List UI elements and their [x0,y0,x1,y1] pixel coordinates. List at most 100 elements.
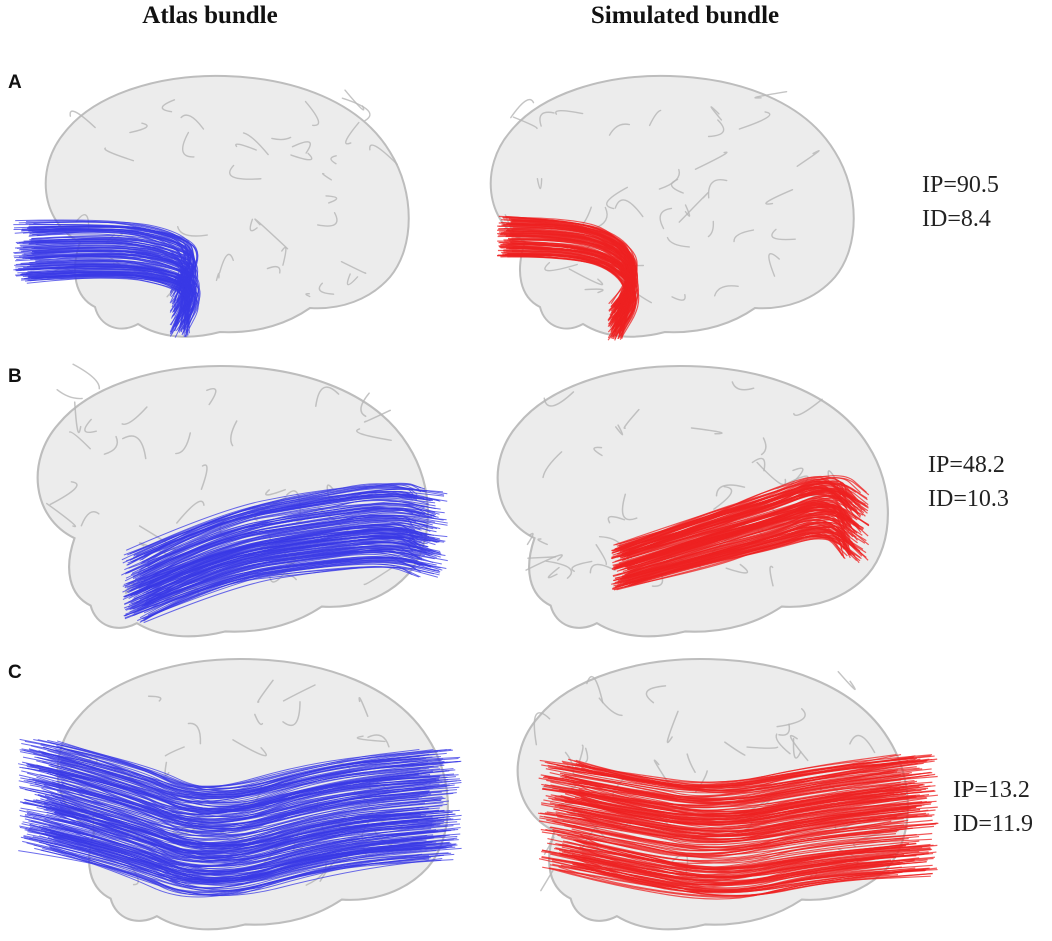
brain-sulcus [571,560,593,573]
brain-sulcus [778,723,791,736]
brain-sulcus [614,199,644,218]
brain-sulcus [315,386,340,407]
ip-value-b: IP=48.2 [928,452,1005,478]
metric-c: IP=13.2 ID=11.9 [953,773,1033,841]
brain-sulcus [356,735,386,743]
brain-sulcus [512,116,538,130]
brain-sulcus [775,733,791,755]
brain-sulcus [345,121,360,145]
brain-sulcus [230,420,238,447]
fiber-bundle [497,215,640,341]
brain-panel-simulated-b [470,362,900,647]
fiber-bundle [17,738,462,898]
brain-sulcus [666,710,679,744]
brain-sulcus [713,485,733,510]
metric-b: IP=48.2 ID=10.3 [928,448,1009,516]
brain-sulcus [776,707,806,728]
brain-sulcus [164,746,185,757]
brain-sulcus [760,437,767,456]
brain-sulcus [177,225,208,237]
brain-illustration [496,365,889,638]
brain-sulcus [746,746,779,749]
brain-sulcus [340,260,367,274]
fiber-bundle [121,482,448,624]
brain-sulcus [539,111,555,127]
brain-sulcus [80,511,100,527]
brain-sulcus [305,293,311,298]
brain-sulcus [540,869,554,892]
brain-sulcus [525,554,563,571]
ip-value-a: IP=90.5 [922,172,999,198]
brain-sulcus [713,285,739,297]
brain-sulcus [586,675,604,704]
brain-sulcus [536,177,543,190]
brain-sulcus [542,451,563,479]
brain-sulcus [526,532,534,546]
brain-sulcus [318,282,335,295]
brain-sulcus [72,363,101,390]
brain-panel-atlas-a [13,72,420,347]
brain-sulcus [670,178,684,194]
brain-sulcus [282,701,301,727]
brain-sulcus [510,98,535,119]
brain-sulcus [733,229,755,243]
brain-panel-atlas-c [17,655,462,940]
brain-sulcus [724,741,746,756]
id-value-c: ID=11.9 [953,811,1033,837]
brain-sulcus [356,428,392,442]
brain-sulcus [282,684,316,702]
brain-sulcus [326,484,334,500]
brain-sulcus [69,431,91,450]
brain-sulcus [765,188,794,205]
brain-sulcus [73,401,82,434]
brain-sulcus [606,186,629,210]
brain-sulcus [690,427,723,435]
brain-sulcus [796,150,820,167]
brain-sulcus [304,100,320,127]
brain-outline [496,365,889,638]
brain-sulcus [182,131,195,158]
brain-sulcus [215,272,220,282]
brain-sulcus [731,381,755,391]
brain-sulcus [104,147,135,162]
brain-outline [489,74,855,338]
id-value-a: ID=8.4 [922,206,991,232]
brain-illustration [36,363,448,638]
brain-sulcus [671,293,686,301]
brain-sulcus [175,432,192,455]
brain-sulcus [710,106,723,121]
brain-sulcus [49,481,78,506]
brain-sulcus [254,713,264,726]
brain-sulcus [543,836,555,855]
brain-sulcus [621,493,638,521]
ip-value-c: IP=13.2 [953,777,1030,803]
brain-sulcus [358,697,369,717]
brain-sulcus [218,253,234,274]
brain-sulcus [686,753,696,774]
brain-sulcus [725,563,749,574]
brain-sulcus [837,670,856,691]
brain-outline [44,74,410,338]
brain-sulcus [715,484,746,497]
brain-sulcus [707,119,725,138]
brain-panel-atlas-b [10,362,448,647]
row-label-c: C [8,662,22,683]
brain-sulcus [325,195,338,204]
brain-sulcus [545,560,573,579]
brain-sulcus [180,114,205,130]
brain-sulcus [707,220,715,238]
brain-sulcus [290,152,313,161]
brain-sulcus [678,192,709,223]
brain-sulcus [595,544,608,566]
brain-sulcus [341,97,371,122]
brain-sulcus [124,580,135,595]
brain-sulcus [738,111,771,130]
brain-sulcus [266,265,281,274]
brain-illustration [516,658,939,931]
fiber-bundle [537,753,939,900]
brain-sulcus [103,435,119,455]
brain-sulcus [147,695,162,702]
brain-sulcus [645,685,667,704]
metric-a: IP=90.5 ID=8.4 [922,168,999,236]
brain-sulcus [344,89,365,111]
